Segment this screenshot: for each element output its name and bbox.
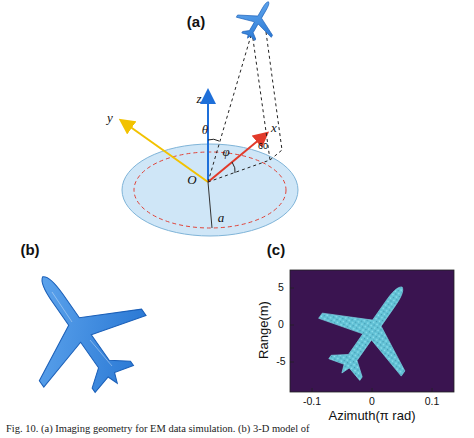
- axis-name: x: [271, 121, 277, 135]
- origin-label: O: [187, 173, 196, 187]
- axis-title: Azimuth(π rad): [329, 409, 416, 423]
- tick-label: -5: [276, 356, 285, 368]
- tick-label: 0.1: [425, 396, 440, 408]
- tick-label: 5: [278, 282, 284, 294]
- isar-image: [290, 258, 454, 402]
- radius-label: a: [218, 211, 225, 225]
- panel-label: (c): [267, 242, 285, 259]
- aircraft-model: [0, 241, 168, 419]
- panel-label: (a): [187, 14, 205, 31]
- tick-label: 0: [369, 396, 375, 408]
- axis-name: z: [196, 92, 201, 106]
- figure-caption: Fig. 10. (a) Imaging geometry for EM dat…: [6, 423, 310, 434]
- axis-title: Range(m): [257, 301, 271, 359]
- angle-label: θ: [202, 123, 208, 137]
- panel-label: (b): [20, 242, 39, 259]
- angle-label: φ: [222, 145, 229, 159]
- tick-label: -0.1: [303, 396, 321, 408]
- tick-label: 0: [278, 319, 284, 331]
- axis-name: y: [107, 111, 113, 125]
- geometry-sketch: [122, 0, 298, 236]
- angle-value: 60: [258, 142, 268, 152]
